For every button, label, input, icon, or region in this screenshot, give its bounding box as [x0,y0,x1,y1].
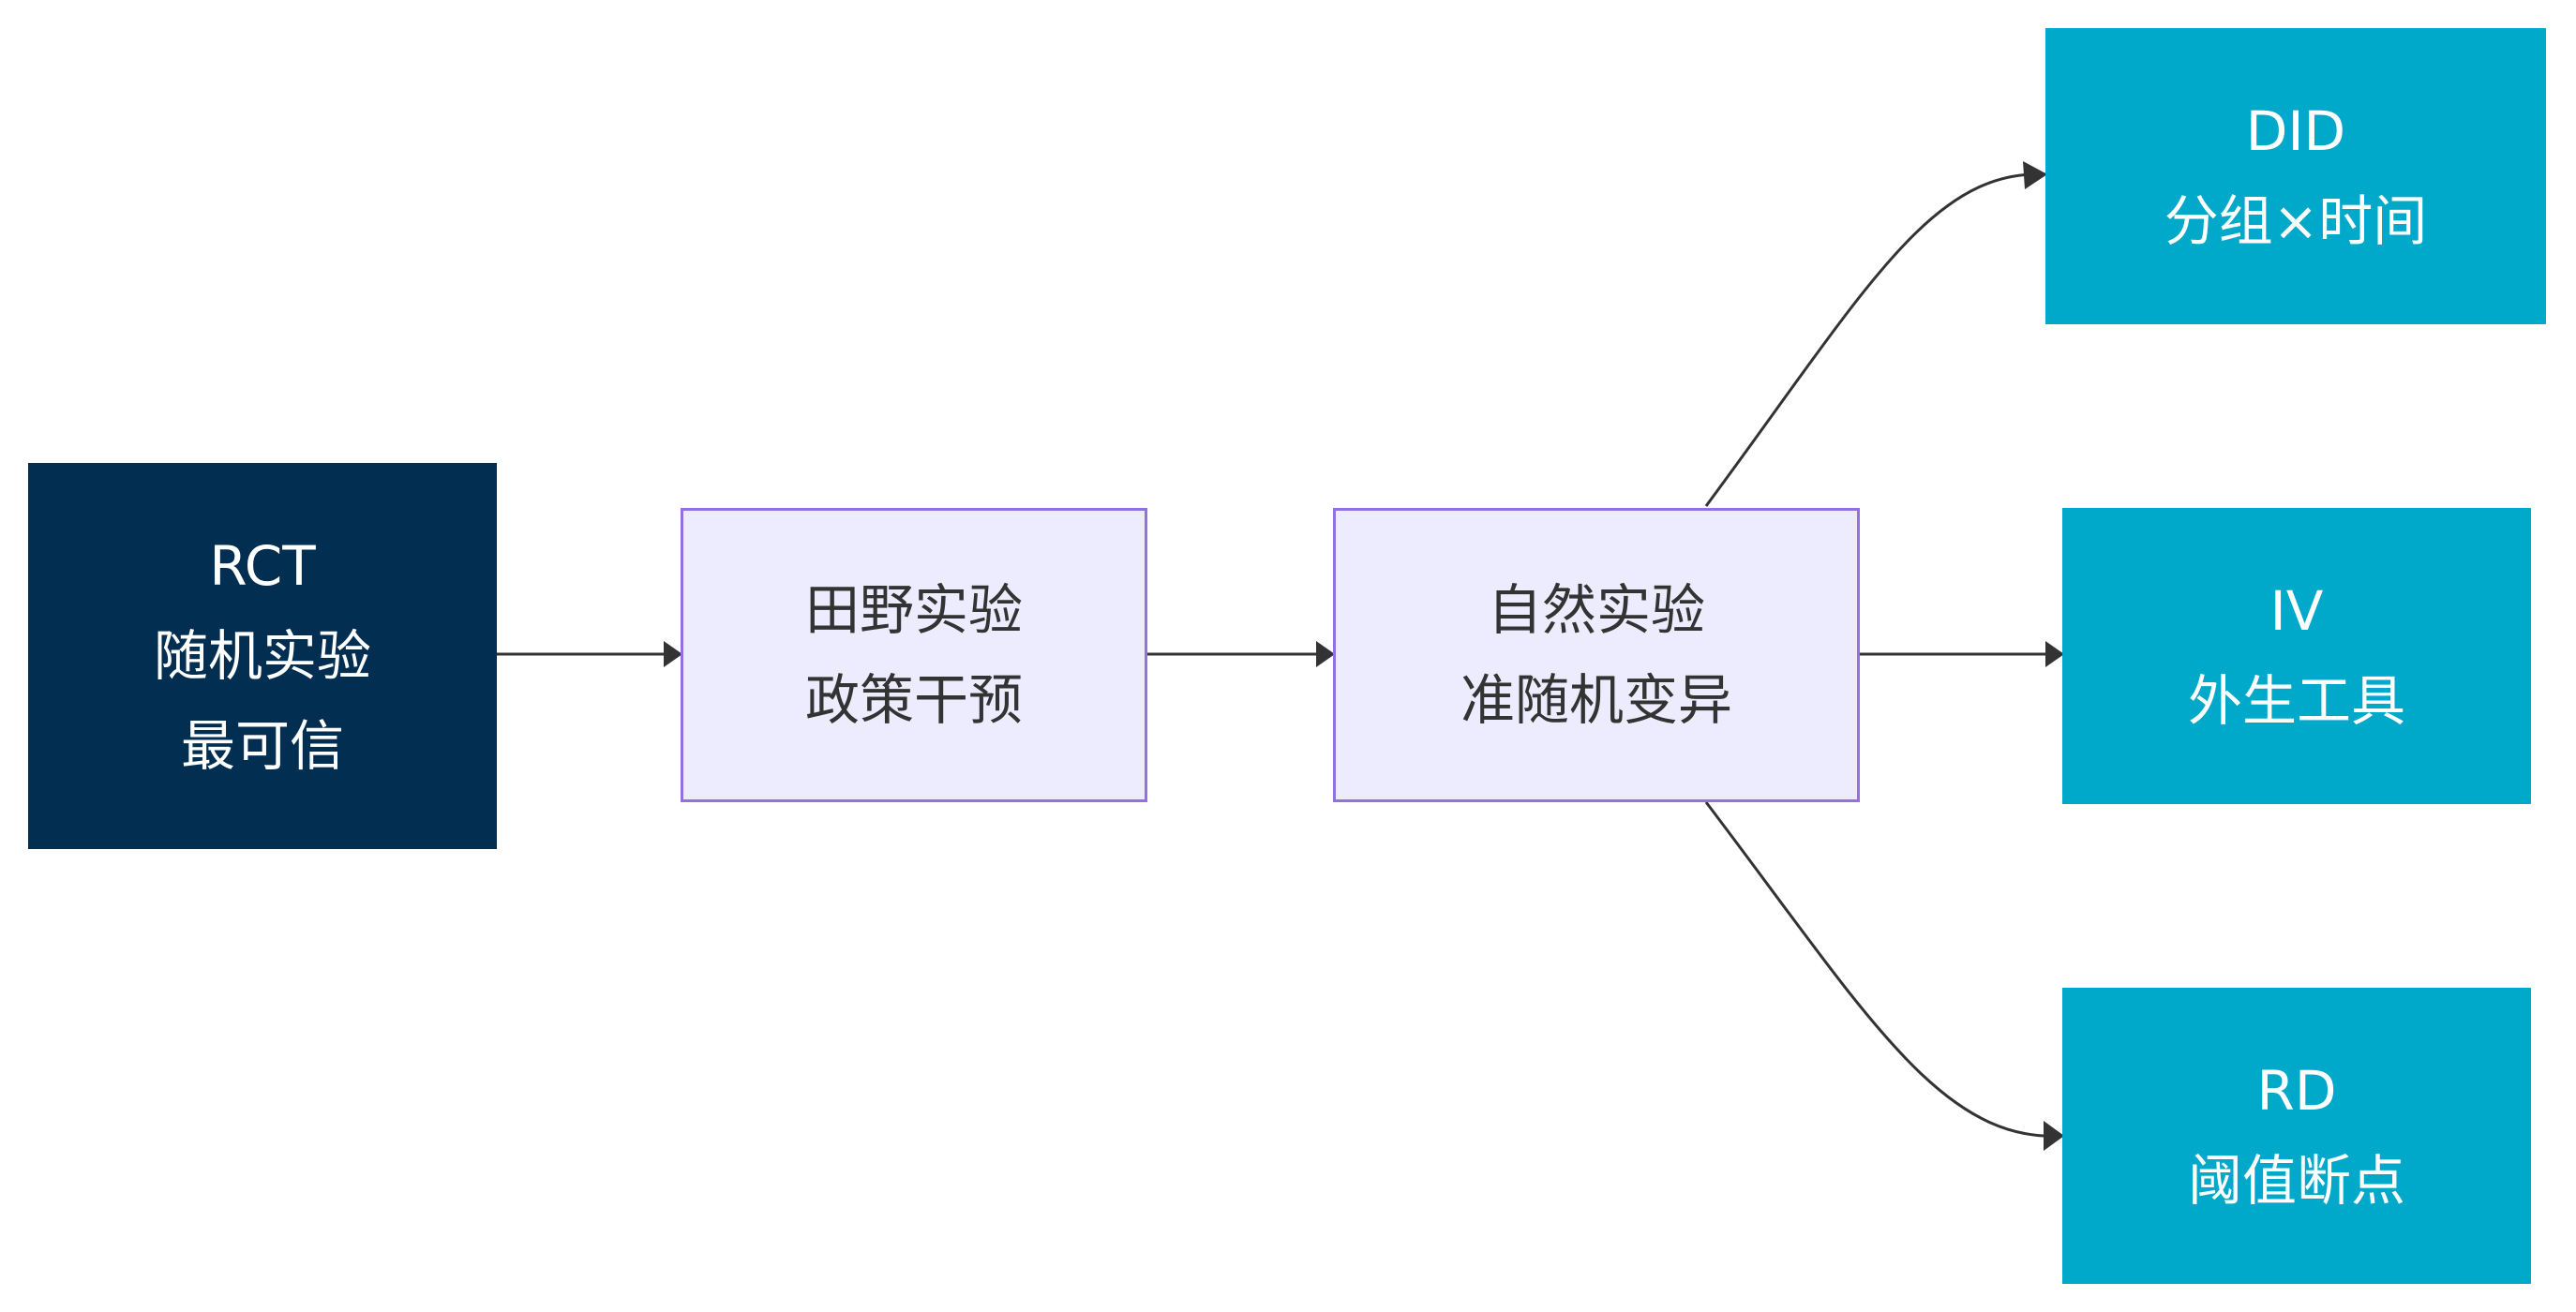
node-iv-line2: 外生工具 [2187,669,2405,733]
node-iv: IV 外生工具 [2062,508,2531,804]
arrowhead-did [2023,161,2047,189]
node-field-line1: 田野实验 [804,578,1023,642]
arrowhead-natural [1316,641,1335,667]
arrowhead-rd [2044,1121,2064,1151]
node-did-line1: DID [2245,99,2346,163]
node-natural-line2: 准随机变异 [1460,668,1732,732]
edge-natural-to-rd [1704,801,2063,1141]
arrowhead-field [664,641,682,667]
node-natural-experiment: 自然实验 准随机变异 [1333,508,1860,802]
node-iv-line1: IV [2269,579,2324,643]
node-rct-line2: 随机实验 [153,624,371,688]
node-rct-line1: RCT [209,534,316,598]
node-natural-line1: 自然实验 [1487,578,1705,642]
node-rct: RCT 随机实验 最可信 [28,463,497,849]
node-rct-line3: 最可信 [180,714,344,778]
arrowhead-iv [2045,641,2064,667]
node-field-line2: 政策干预 [804,668,1023,732]
node-field-experiment: 田野实验 政策干预 [681,508,1147,802]
node-did: DID 分组×时间 [2045,28,2546,324]
node-did-line2: 分组×时间 [2164,189,2428,253]
node-rd-line2: 阈值断点 [2187,1149,2405,1213]
node-rd-line1: RD [2256,1059,2337,1123]
node-rd: RD 阈值断点 [2062,988,2531,1284]
edge-natural-to-did [1704,169,2046,507]
